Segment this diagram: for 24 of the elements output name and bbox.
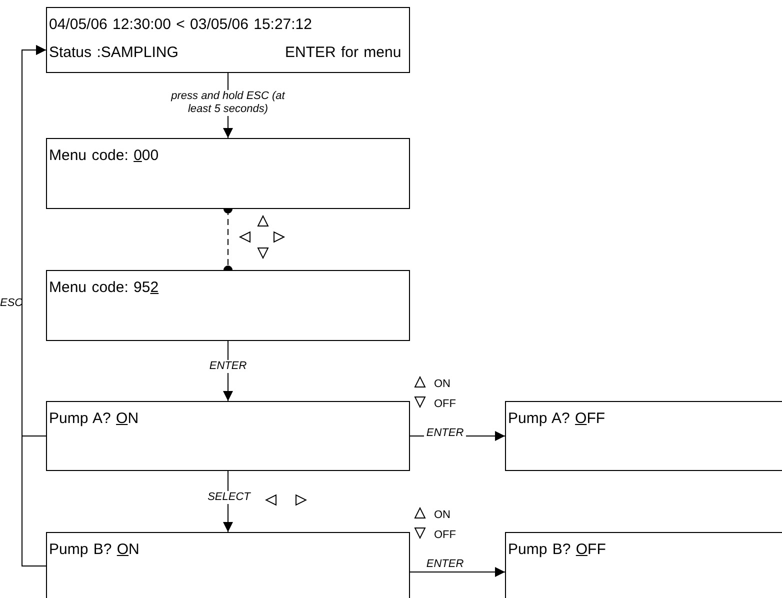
screen-text: Pump A? OFF <box>508 410 606 427</box>
key-function-label: OFF <box>434 398 456 410</box>
screen-text: ENTER for menu <box>285 44 402 61</box>
screen-text: Menu code: 000 <box>49 147 159 164</box>
edge-label: ENTER <box>207 360 249 373</box>
screen-text: Status :SAMPLING <box>49 44 178 61</box>
display-screen <box>505 401 782 471</box>
key-function-label: OFF <box>434 529 456 541</box>
display-screen <box>46 401 410 471</box>
arrow <box>410 567 506 577</box>
key-function-label: ON <box>434 378 450 390</box>
screen-text: Pump B? ON <box>49 541 140 558</box>
screen-text: Pump B? OFF <box>508 541 606 558</box>
display-screen <box>46 532 410 598</box>
screen-text: 04/05/06 12:30:00 < 03/05/06 15:27:12 <box>49 16 312 33</box>
edge-label: press and hold ESC (at least 5 seconds) <box>170 90 286 116</box>
screen-text: Pump A? ON <box>49 410 139 427</box>
display-screen <box>46 138 410 209</box>
display-screen <box>46 7 410 73</box>
arrow <box>22 45 46 566</box>
display-screen <box>505 532 782 598</box>
screen-text: Menu code: 952 <box>49 279 159 296</box>
display-screen <box>46 270 410 341</box>
key-function-label: ON <box>434 509 450 521</box>
